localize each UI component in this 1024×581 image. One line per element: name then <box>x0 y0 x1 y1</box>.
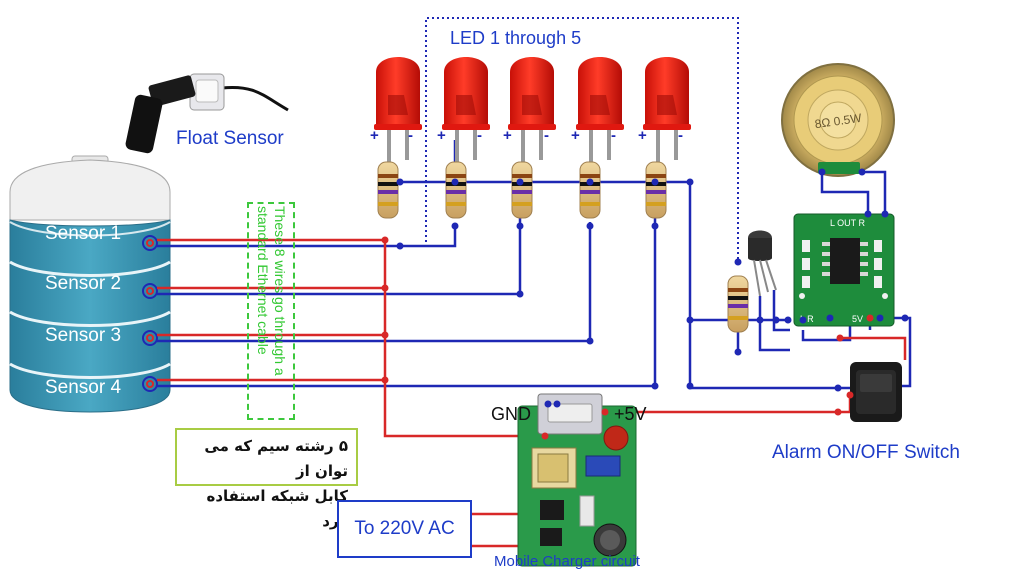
float-sensor-icon <box>125 73 289 154</box>
led-row <box>374 57 691 178</box>
charger-board-icon <box>517 393 637 567</box>
svg-text:L R: L R <box>800 314 814 324</box>
speaker-icon: 8Ω 0.5W <box>781 63 895 177</box>
svg-text:-: - <box>408 127 413 144</box>
svg-text:+: + <box>571 127 580 144</box>
led-polarity-labels: + - + - + - + - + - <box>370 127 683 144</box>
svg-text:L OUT R: L OUT R <box>830 218 866 228</box>
led-icon <box>442 57 490 178</box>
svg-text:-: - <box>544 127 549 144</box>
rocker-switch-icon <box>850 362 902 422</box>
sensor-2-label: Sensor 2 <box>45 273 122 294</box>
resistor-icon <box>579 161 601 219</box>
persian-note: ۵ رشته سیم که می توان از کابل شبکه استفا… <box>175 428 358 530</box>
led-icon <box>508 57 556 178</box>
resistor-icon <box>645 161 667 219</box>
svg-text:-: - <box>611 127 616 144</box>
led-icon <box>576 57 624 178</box>
svg-text:5V: 5V <box>852 314 863 324</box>
led-icon <box>643 57 691 178</box>
gnd-label: GND <box>491 404 531 424</box>
led-icon <box>374 57 422 178</box>
svg-text:+: + <box>370 127 379 144</box>
resistor-icon <box>377 161 399 219</box>
persian-note-line2: کابل شبکه استفاده کرد <box>206 487 348 530</box>
ac-input-label: To 220V AC <box>354 518 455 539</box>
persian-note-line1: ۵ رشته سیم که می توان از <box>204 437 348 480</box>
amplifier-board-icon: L OUT R 5V L R <box>793 213 895 327</box>
sensor-4-label: Sensor 4 <box>45 377 122 398</box>
svg-text:8Ω 0.5W: 8Ω 0.5W <box>814 111 863 131</box>
svg-text:-: - <box>678 127 683 144</box>
svg-text:+: + <box>503 127 512 144</box>
sensor-1-label: Sensor 1 <box>45 223 122 244</box>
svg-text:+: + <box>638 127 647 144</box>
charger-label: Mobile Charger circuit <box>494 553 640 570</box>
resistor-icon <box>511 161 533 219</box>
sensor-3-label: Sensor 3 <box>45 325 122 346</box>
svg-text:-: - <box>477 127 482 144</box>
plus5v-label: +5V <box>614 404 647 424</box>
water-tank-icon <box>9 155 171 413</box>
ac-input-box: To 220V AC <box>337 500 472 558</box>
red-junctions <box>381 236 874 440</box>
transistor-icon <box>748 230 777 297</box>
ethernet-cable-note: These 8 wires go through a standard Ethe… <box>247 202 295 420</box>
svg-text:+: + <box>437 127 446 144</box>
led-title: LED 1 through 5 <box>450 28 582 48</box>
resistor-row <box>377 161 749 333</box>
wire-junctions <box>396 168 909 408</box>
ethernet-cable-text: These 8 wires go through a standard Ethe… <box>255 206 288 376</box>
resistor-icon <box>727 275 749 333</box>
resistor-icon <box>445 161 467 219</box>
float-sensor-label: Float Sensor <box>176 128 284 149</box>
alarm-switch-label: Alarm ON/OFF Switch <box>772 442 960 463</box>
